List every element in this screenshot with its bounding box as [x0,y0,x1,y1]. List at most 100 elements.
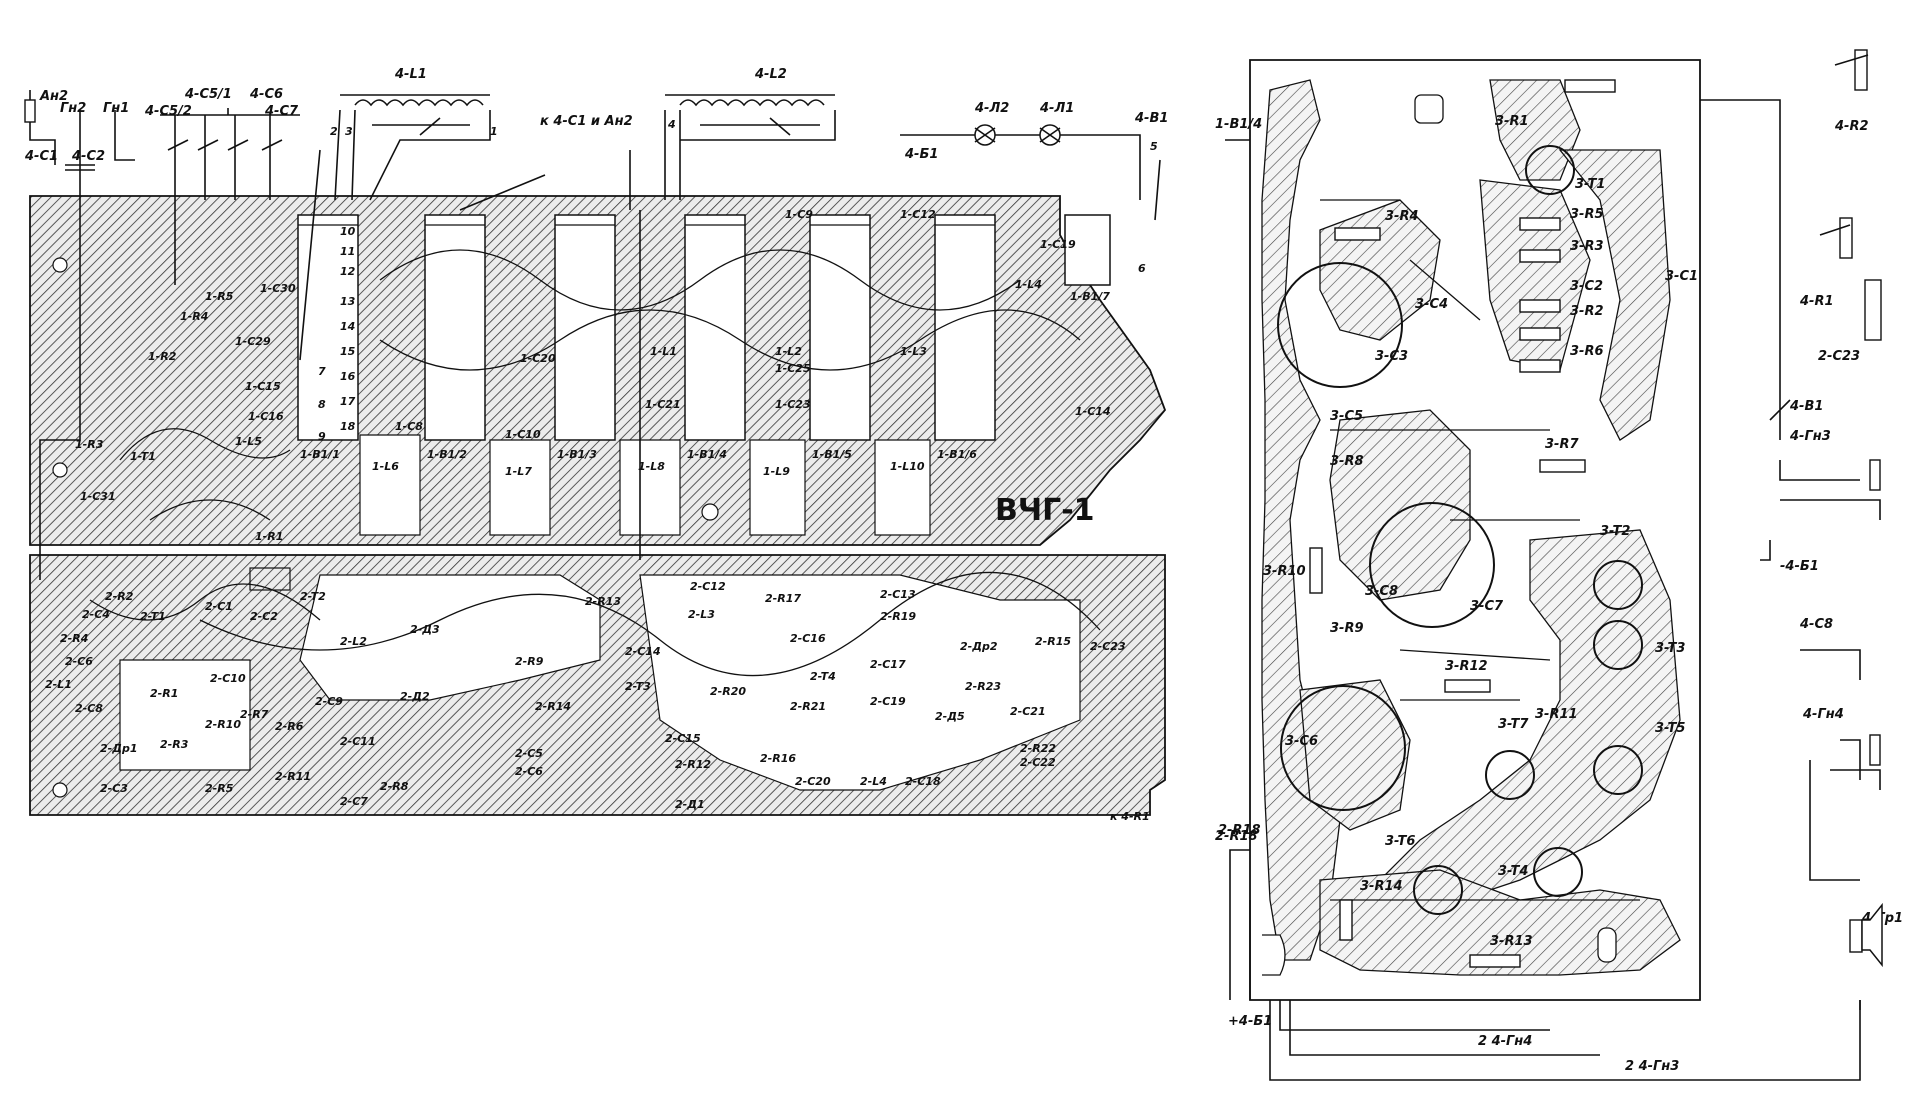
b3-label: 3-T5 [1655,721,1685,736]
speaker-icon [1861,902,1883,968]
b1-label: 1-C29 [235,335,271,348]
pin-number: 11 [340,245,355,258]
b2-label: 2-R4 [60,632,88,645]
label-to-4-C1: к 4-С1 и Ан2 [540,114,633,129]
b2-label: 2-T4 [810,670,836,683]
b3-label: 2-R18 [1218,823,1261,838]
b2-label: 2-C16 [790,632,826,645]
board-1-labels: 1-R3 1-T1 1-R2 1-R5 1-R4 1-C30 1-C29 1-C… [75,208,1111,543]
b1-label: 1-R4 [180,310,208,323]
pin-number: 10 [340,225,356,238]
label-4-C5-2: 4-С5/2 [144,104,192,119]
right-label: 4-R1 [1799,294,1834,309]
b2-label: 2-R2 [105,590,134,603]
b1-label: 1-C23 [775,398,811,411]
pin-number: 8 [318,398,326,411]
b2-label: 2-R13 [585,595,621,608]
b2-label: 2-C23 [1090,640,1126,653]
b1-label: 1-C31 [80,490,116,503]
potentiometer-arrow [1819,54,1869,236]
pin-number: 4 [667,118,676,131]
b2-label: 2-C15 [665,732,701,745]
pin-number: 12 [340,265,356,278]
b2-label: 2-R17 [765,592,801,605]
label-jack-1: Гн1 [103,101,129,116]
b2-label: 2-Д3 [410,623,440,636]
b2-label: 2-C5 [515,747,543,760]
b1-label: 1-R5 [205,290,234,303]
b2-label: 2-C20 [795,775,831,788]
variable-caps [160,108,300,285]
b2-label: к 4-R1 [1110,810,1150,823]
component-bodies [1309,49,1882,968]
b2-label: 2-C10 [210,672,246,685]
b1-label: 1-B1/4 [687,448,727,461]
label-4-C7: 4-С7 [264,104,299,119]
antenna-resistor [24,99,36,123]
b2-label: 2-R9 [515,655,544,668]
b2-label: 2-R12 [675,758,711,771]
label-4-L-lamp2: 4-Л2 [974,101,1009,116]
label-4-L-lamp1: 4-Л1 [1039,101,1074,116]
board-3-trace-f [1329,409,1471,601]
misc-wires [39,149,1161,580]
b1-label: 1-L2 [775,345,802,358]
b3-label: 1-В1/4 [1215,117,1262,132]
right-label: 4-R2 [1834,119,1869,134]
b2-label: 2-C8 [75,702,103,715]
b2-label: 2-C9 [315,695,343,708]
b1-label: 1-B1/5 [812,448,852,461]
coil-4-L1-wires [334,109,491,201]
b3-label: 3-R1 [1495,114,1529,129]
board-3-notch [1262,934,1286,976]
b3-label: 3-T7 [1498,717,1529,732]
b2-label: 2-Др2 [960,640,998,653]
pin-number: 9 [318,430,326,443]
b1-label: 1-L9 [763,465,790,478]
right-label: 4-С8 [1799,617,1833,632]
pin-number: 15 [340,345,356,358]
b2-label: 2-C14 [625,645,661,658]
b2-label: 2-L4 [860,775,887,788]
b2-label: 2-C6 [65,655,93,668]
b3-label: 3-T2 [1600,524,1630,539]
b1-label: 1-C19 [1040,238,1076,251]
label-4-C6: 4-С6 [249,87,283,102]
board-1-compartments [52,257,931,536]
b2-label: 2-T3 [625,680,651,693]
b2-label: 2-C1 [205,600,233,613]
board-3 [1249,59,1701,1001]
b1-label: 1-L3 [900,345,927,358]
b2-label: 2-R15 [1035,635,1071,648]
pin-number: 14 [340,320,355,333]
b1-label: 1-C25 [775,362,811,375]
b2-label: 2-L2 [340,635,367,648]
board-traces [89,139,1861,1081]
b3-label: 3-R8 [1330,454,1364,469]
b2-label: 2-R6 [275,720,304,733]
b1-label: 1-L7 [505,465,532,478]
right-label: 4-В1 [1789,399,1823,414]
b2-label: 2-C6 [515,765,543,778]
b1-label: 1-B1/2 [427,448,467,461]
b2-label: 2-C2 [250,610,278,623]
b1-label: 1-L4 [1015,278,1042,291]
b1-label: 1-L1 [650,345,677,358]
b2-label: 2-Д2 [400,690,430,703]
coil-4-L2 [665,94,835,107]
board-3-slot [1414,94,1444,124]
b3-label: 3-R2 [1570,304,1604,319]
b2-label: 2-R8 [380,780,409,793]
switch-pin-numbers: 1 2 3 4 5 6 7 8 9 10 11 12 13 14 15 16 1… [318,118,1158,443]
b3-label: 3-C3 [1375,349,1408,364]
b1-label: 1-R1 [255,530,283,543]
label-4-B1-battery: 4-Б1 [904,147,938,162]
b3-label: 3-C2 [1570,279,1603,294]
right-label: 4-Гн3 [1789,429,1831,444]
b1-label: 1-C30 [260,282,296,295]
b3-label: 3-R14 [1360,879,1403,894]
b1-label: 1-C10 [505,428,541,441]
b2-label: 2-R22 [1020,742,1056,755]
pin-number: 6 [1138,262,1146,275]
